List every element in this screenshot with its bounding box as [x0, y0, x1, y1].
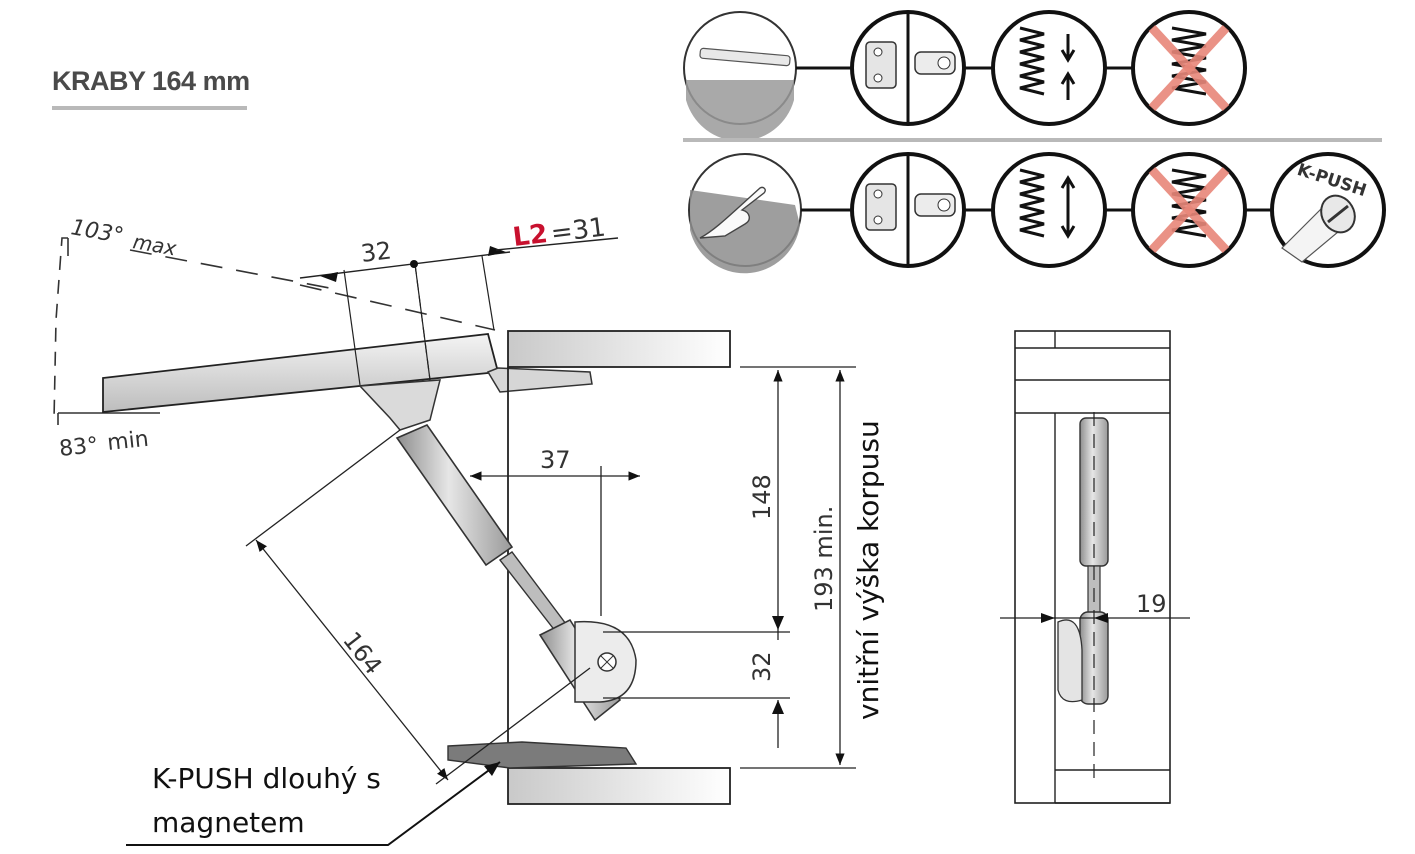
caption-line-2: magnetem	[152, 806, 305, 839]
pictogram-row-1	[683, 10, 1247, 142]
caption-line-1: K-PUSH dlouhý s	[152, 762, 381, 795]
dim-164: 164	[337, 626, 387, 679]
angle-max-label: max	[131, 229, 178, 260]
carcass-bottom	[507, 767, 731, 805]
kpush-device	[447, 741, 638, 769]
angle-min-label: min	[106, 427, 150, 456]
page-title: KRABY 164 mm	[52, 66, 250, 96]
front-view: 19	[1000, 330, 1190, 804]
angle-min-value: 83°	[58, 433, 99, 462]
dim-32-side: 32	[748, 651, 776, 682]
pictogram-row-2: K-PUSH	[688, 152, 1386, 274]
side-view: 103° max 83° min	[53, 212, 885, 846]
door-flap	[102, 333, 500, 413]
spring-up-down-icon	[991, 10, 1107, 126]
angle-max-value: 103°	[69, 215, 126, 249]
l2-value: =31	[549, 212, 607, 248]
hinge-icon	[850, 10, 966, 126]
hinge-part	[486, 367, 593, 393]
hinge-icon	[850, 152, 966, 268]
dim-32-top: 32	[359, 236, 393, 268]
flap-bracket	[358, 379, 441, 431]
no-spring-icon	[1131, 10, 1247, 126]
dim-37: 37	[540, 446, 571, 474]
caption-leader	[126, 761, 501, 846]
carcass-top	[507, 330, 731, 368]
spring-both-icon	[991, 152, 1107, 268]
touch-finger-icon	[688, 153, 802, 274]
dim-193: 193 min.	[810, 506, 838, 612]
no-spring-icon	[1131, 152, 1247, 268]
handle-icon	[683, 11, 797, 142]
dim-148: 148	[748, 474, 776, 520]
kpush-icon: K-PUSH	[1270, 152, 1386, 268]
title-underline	[52, 106, 247, 110]
body-height-label: vnitřní výška korpusu	[852, 420, 885, 720]
dim-19: 19	[1136, 590, 1167, 618]
